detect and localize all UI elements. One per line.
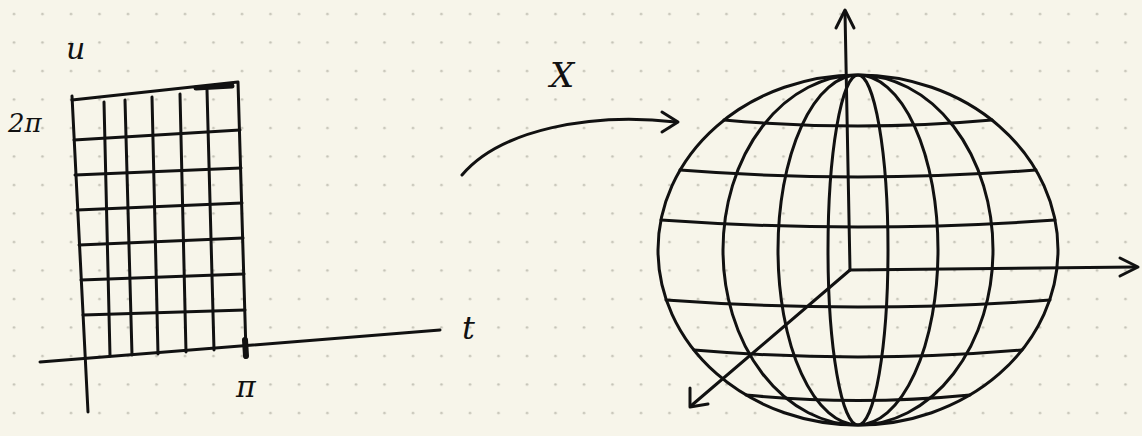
x-axis — [692, 270, 850, 405]
domain-grid-horizontal — [74, 130, 245, 315]
tick-label: π — [236, 372, 256, 402]
domain-border — [72, 82, 246, 352]
t-axis — [40, 330, 440, 362]
domain-grid-vertical — [104, 90, 214, 356]
u-axis — [72, 96, 88, 412]
z-arrow-head — [836, 10, 854, 28]
parallels — [661, 120, 1055, 401]
sphere — [658, 10, 1138, 425]
axis-label: t — [462, 312, 475, 344]
sphere-outline — [658, 75, 1058, 425]
tick-label: 2π — [8, 110, 42, 136]
x-arrow-head — [690, 388, 708, 407]
pen-mark — [196, 86, 232, 88]
parameter-domain — [40, 82, 440, 412]
axis-label: u — [66, 34, 85, 64]
map-label: X — [550, 58, 574, 92]
z-axis — [845, 12, 850, 270]
y-axis — [850, 267, 1136, 270]
y-arrow-head — [1120, 258, 1138, 276]
arrow-head — [662, 112, 678, 132]
tick-mark — [245, 340, 246, 356]
map-arrow — [462, 112, 678, 175]
arrow-curve — [462, 119, 676, 175]
